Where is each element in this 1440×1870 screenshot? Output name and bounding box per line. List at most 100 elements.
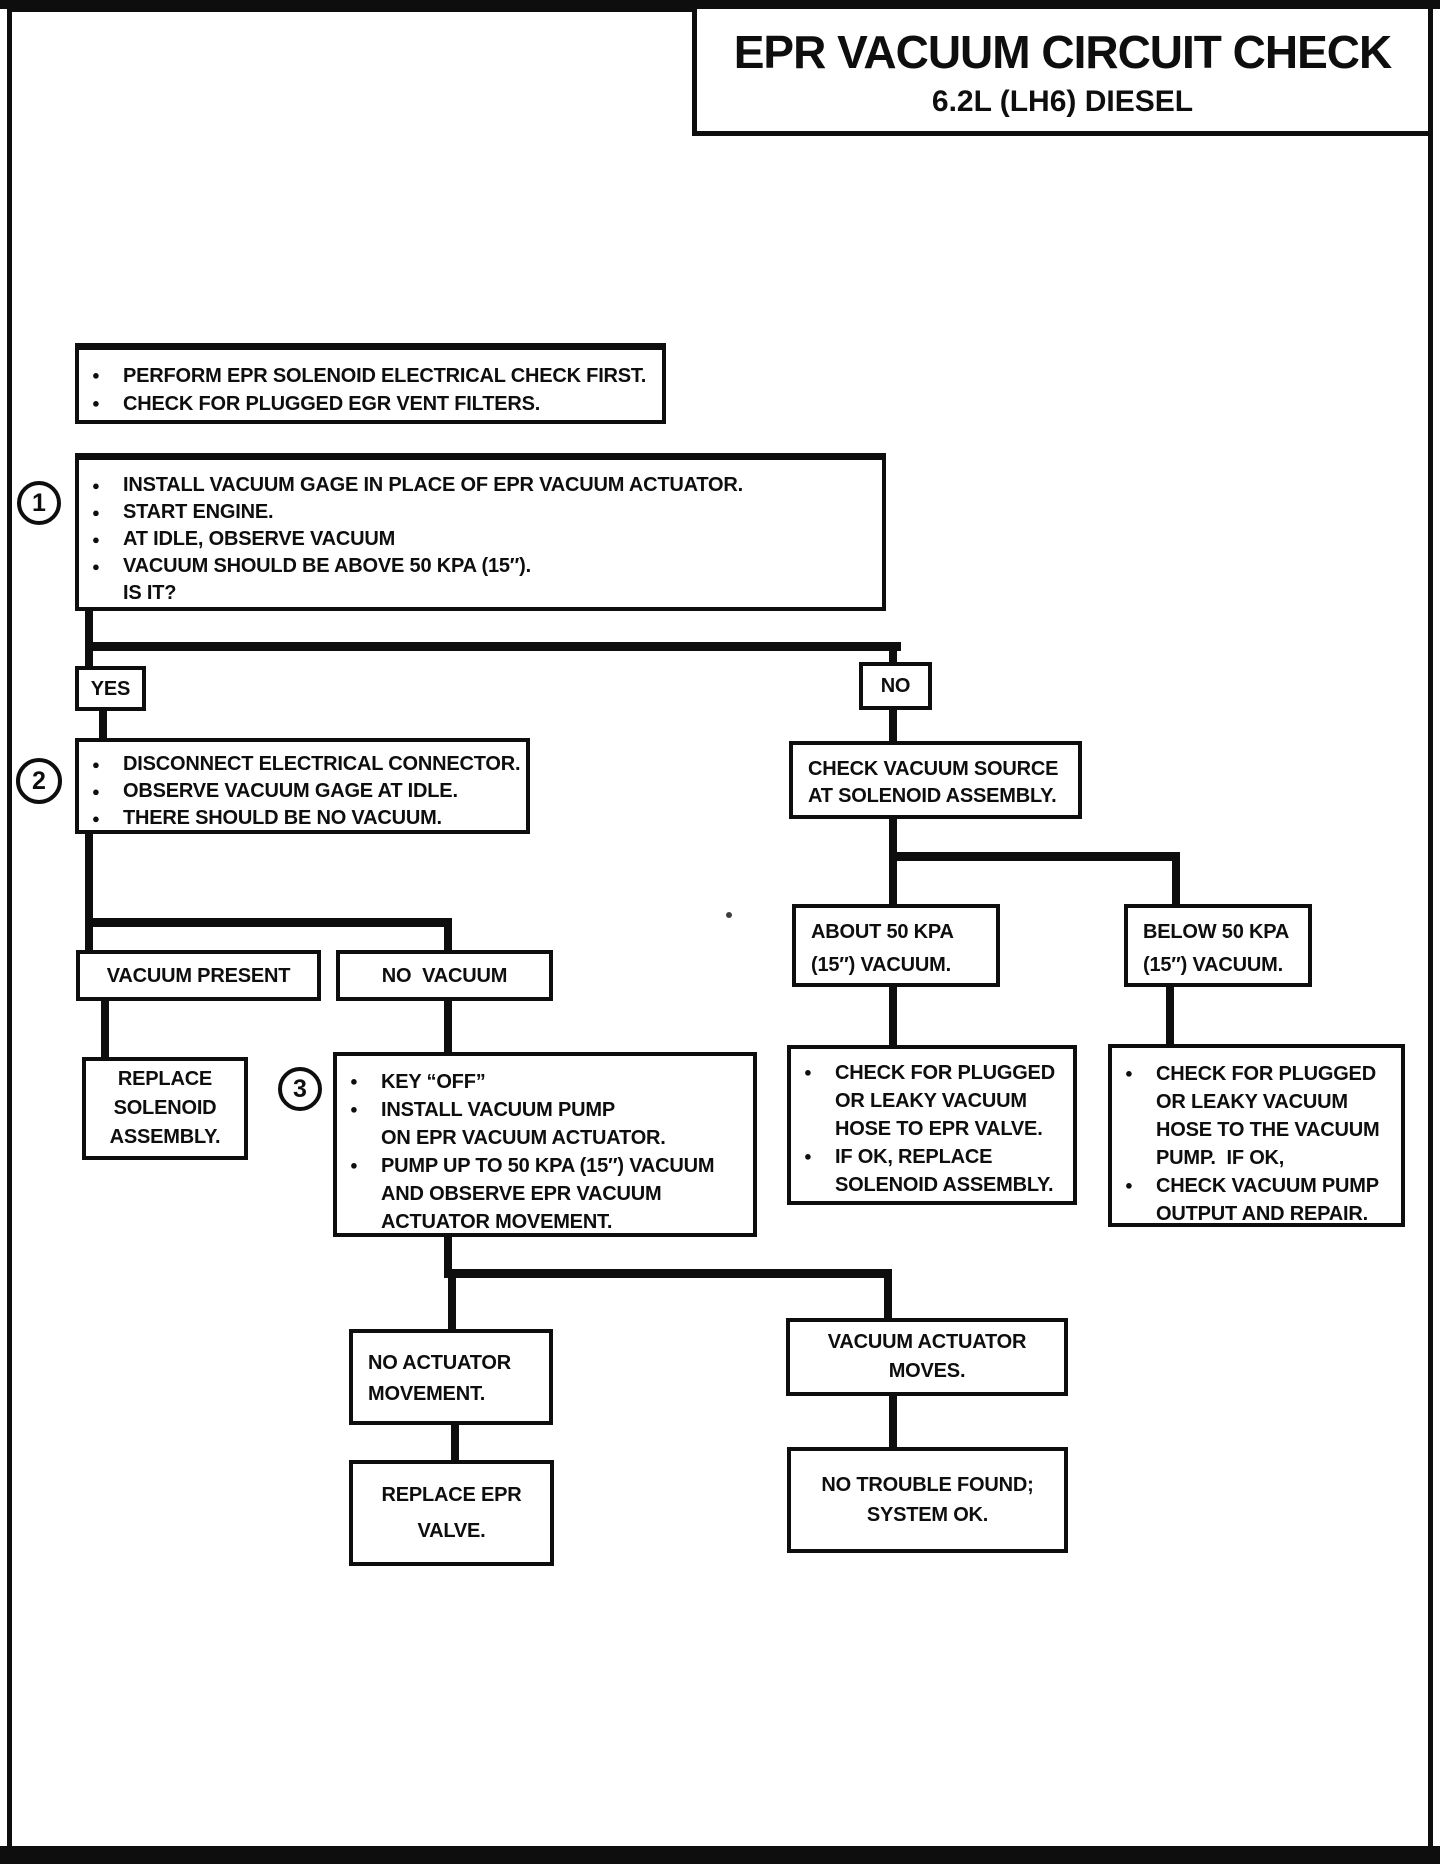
step-circle-1: 1 [17,481,61,525]
text-line: PUMP. IF OK, [1156,1147,1285,1169]
text-line: (15″) VACUUM. [811,954,951,976]
node-about-50kpa: ABOUT 50 KPA (15″) VACUUM. [792,904,1000,987]
connector-about-down [889,985,897,1049]
text-line: IS IT? [123,582,177,604]
text-line: MOVEMENT. [368,1383,486,1405]
connector-into-actuator-moves [884,1269,892,1322]
text-line: OBSERVE VACUUM GAGE AT IDLE. [79,778,526,805]
text-line: VACUUM PRESENT [106,964,291,987]
step-number: 3 [293,1074,307,1103]
text-line: ASSEMBLY. [109,1126,221,1148]
page-subtitle: 6.2L (LH6) DIESEL [931,85,1194,118]
text-line: (15″) VACUUM. [1143,954,1283,976]
node-check-pump-hose: CHECK FOR PLUGGED OR LEAKY VACUUM HOSE T… [1108,1044,1405,1227]
text-line: NO [880,675,911,697]
node-no-label: NO [859,662,932,710]
connector-step2-down [85,832,93,954]
text-line: ON EPR VACUUM ACTUATOR. [381,1127,666,1149]
text-line: VACUUM SHOULD BE ABOVE 50 KPA (15″). [79,553,882,580]
text-line: REPLACE [117,1068,213,1090]
text-line: BELOW 50 KPA [1143,921,1290,943]
text-line: HOSE TO THE VACUUM [1156,1119,1380,1141]
text-line: OR LEAKY VACUUM [835,1090,1027,1112]
text-line: SOLENOID ASSEMBLY. [835,1174,1054,1196]
text-line: OR LEAKY VACUUM [1156,1091,1348,1113]
text-line: NO ACTUATOR [368,1352,511,1374]
step-number: 2 [32,766,46,795]
node-yes-label: YES [75,666,146,711]
node-vacuum-present: VACUUM PRESENT [76,950,321,1001]
step-number: 1 [32,488,46,517]
text-line: HOSE TO EPR VALVE. [835,1118,1043,1140]
text-line: NO VACUUM [381,964,508,987]
text-line: OUTPUT AND REPAIR. [1156,1203,1368,1225]
text-line: START ENGINE. [79,499,882,526]
text-line: SYSTEM OK. [866,1504,989,1526]
text-line: ACTUATOR MOVEMENT. [381,1211,613,1233]
node-no-actuator-movement: NO ACTUATOR MOVEMENT. [349,1329,553,1425]
text-line: INSTALL VACUUM GAGE IN PLACE OF EPR VACU… [79,472,882,499]
connector-yes-to-step2 [99,709,107,742]
connector-to-replace-solenoid [101,999,109,1061]
connector-into-no-vacuum [444,918,452,954]
connector-step1-down [85,611,93,650]
text-line: REPLACE EPR [381,1484,522,1506]
text-line: AT IDLE, OBSERVE VACUUM [79,526,882,553]
node-below-50kpa: BELOW 50 KPA (15″) VACUUM. [1124,904,1312,987]
connector-into-no-actuator [448,1269,456,1333]
text-line: AT SOLENOID ASSEMBLY. [808,785,1057,807]
text-line: CHECK FOR PLUGGED [791,1059,1073,1087]
node-replace-solenoid: REPLACE SOLENOID ASSEMBLY. [82,1057,248,1160]
node-check-vacuum-source: CHECK VACUUM SOURCE AT SOLENOID ASSEMBLY… [789,741,1082,819]
connector-no-to-source [889,708,897,745]
connector-below-down [1166,985,1174,1048]
text-line: PERFORM EPR SOLENOID ELECTRICAL CHECK FI… [79,362,662,390]
text-line: AND OBSERVE EPR VACUUM [381,1183,662,1205]
connector-right-split-horizontal [889,852,1180,861]
node-check-epr-hose: CHECK FOR PLUGGED OR LEAKY VACUUM HOSE T… [787,1045,1077,1205]
step-circle-3: 3 [278,1067,322,1111]
node-step1: INSTALL VACUUM GAGE IN PLACE OF EPR VACU… [75,453,886,611]
text-line: PUMP UP TO 50 KPA (15″) VACUUM [337,1152,753,1180]
text-line: VALVE. [417,1520,486,1542]
text-line: MOVES. [888,1360,966,1382]
text-line: CHECK VACUUM PUMP [1112,1172,1401,1200]
text-line: VACUUM ACTUATOR [827,1331,1027,1353]
text-line: CHECK VACUUM SOURCE [808,758,1059,780]
text-line: THERE SHOULD BE NO VACUUM. [79,805,526,832]
text-line: INSTALL VACUUM PUMP [337,1096,753,1124]
connector-bottom-split-horizontal [444,1269,892,1278]
node-step3: KEY “OFF” INSTALL VACUUM PUMP ON EPR VAC… [333,1052,757,1237]
connector-into-about [889,852,897,908]
node-step2: DISCONNECT ELECTRICAL CONNECTOR. OBSERVE… [75,738,530,834]
text-line: CHECK FOR PLUGGED [1112,1060,1401,1088]
text-line: YES [90,677,131,700]
title-box: EPR VACUUM CIRCUIT CHECK 6.2L (LH6) DIES… [692,9,1428,136]
connector-source-down [889,817,897,862]
node-no-vacuum: NO VACUUM [336,950,553,1001]
connector-into-below [1172,852,1180,908]
top-border-bar [0,0,1440,9]
node-actuator-moves: VACUUM ACTUATOR MOVES. [786,1318,1068,1396]
connector-into-no [889,642,897,666]
connector-to-step3 [444,999,452,1056]
stray-dot [726,912,732,918]
text-line: ABOUT 50 KPA [811,921,954,943]
text-line: DISCONNECT ELECTRICAL CONNECTOR. [79,751,526,778]
connector-to-system-ok [889,1394,897,1451]
connector-yesno-horizontal [85,642,901,651]
text-line: NO TROUBLE FOUND; [821,1474,1034,1496]
connector-left-split-horizontal [85,918,452,927]
step-circle-2: 2 [16,758,62,804]
text-line: KEY “OFF” [337,1068,753,1096]
connector-into-yes [85,642,93,669]
node-replace-epr: REPLACE EPR VALVE. [349,1460,554,1566]
text-line: SOLENOID [113,1097,217,1119]
connector-to-replace-epr [451,1423,459,1464]
page-title: EPR VACUUM CIRCUIT CHECK [733,26,1393,78]
node-precheck: PERFORM EPR SOLENOID ELECTRICAL CHECK FI… [75,343,666,424]
node-system-ok: NO TROUBLE FOUND; SYSTEM OK. [787,1447,1068,1553]
bottom-border-bar [0,1846,1440,1864]
text-line: CHECK FOR PLUGGED EGR VENT FILTERS. [79,390,662,418]
